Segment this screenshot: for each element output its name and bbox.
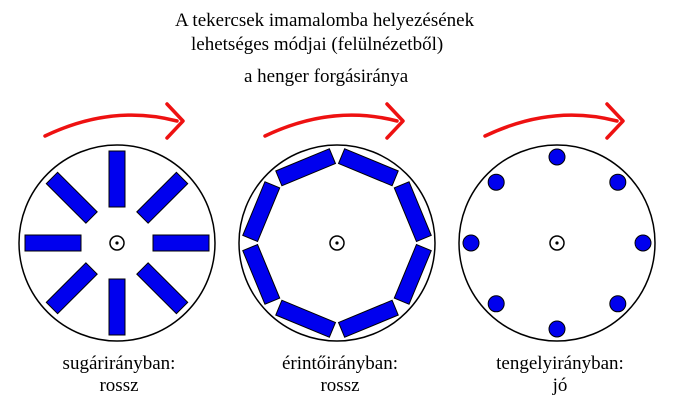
tangential-coil xyxy=(275,299,337,338)
title-line-1: A tekercsek imamalomba helyezésének xyxy=(175,10,475,31)
rotation-arrow-curve xyxy=(263,113,399,138)
axis-center-dot xyxy=(115,241,119,245)
rotation-label: a henger forgásiránya xyxy=(244,66,409,87)
axis-center-dot xyxy=(555,241,559,245)
axial-coil xyxy=(609,173,627,191)
caption-tangential-line2: rossz xyxy=(320,375,360,396)
radial-coil xyxy=(108,278,126,336)
axial-coil xyxy=(462,234,480,252)
rotation-arrowhead-icon xyxy=(165,102,185,140)
rotation-arrow-curve xyxy=(43,113,179,138)
caption-tangential-line1: érintőirányban: xyxy=(281,353,399,374)
title-line-2: lehetséges módjai (felülnézetből) xyxy=(191,34,444,55)
axial-coil xyxy=(634,234,652,252)
tangential-coil xyxy=(242,243,281,305)
caption-axial-line2: jó xyxy=(552,375,568,396)
tangential-coil xyxy=(337,148,399,187)
radial-coil xyxy=(24,234,82,252)
tangential-coil xyxy=(275,148,337,187)
rotation-arrowhead-icon xyxy=(385,102,405,140)
radial-coil xyxy=(152,234,210,252)
tangential-coil xyxy=(337,299,399,338)
axial-coil xyxy=(487,295,505,313)
axial-coil xyxy=(609,295,627,313)
axis-center-dot xyxy=(335,241,339,245)
caption-radial-line2: rossz xyxy=(99,375,139,396)
tangential-coil xyxy=(393,181,432,243)
radial-coil xyxy=(136,262,189,315)
rotation-arrow-curve xyxy=(483,113,619,138)
rotation-arrowhead-icon xyxy=(605,102,625,140)
radial-coil xyxy=(108,150,126,208)
axial-coil xyxy=(487,173,505,191)
radial-coil xyxy=(136,171,189,224)
tangential-coil xyxy=(393,243,432,305)
caption-tangential: érintőirányban: rossz xyxy=(240,353,440,397)
radial-coil xyxy=(45,171,98,224)
caption-axial: tengelyirányban: jó xyxy=(460,353,660,397)
axial-coil xyxy=(548,148,566,166)
tangential-coil xyxy=(242,181,281,243)
caption-radial: sugárirányban: rossz xyxy=(19,353,219,397)
caption-axial-line1: tengelyirányban: xyxy=(496,353,624,374)
axial-coil xyxy=(548,320,566,338)
caption-radial-line1: sugárirányban: xyxy=(62,353,176,374)
radial-coil xyxy=(45,262,98,315)
